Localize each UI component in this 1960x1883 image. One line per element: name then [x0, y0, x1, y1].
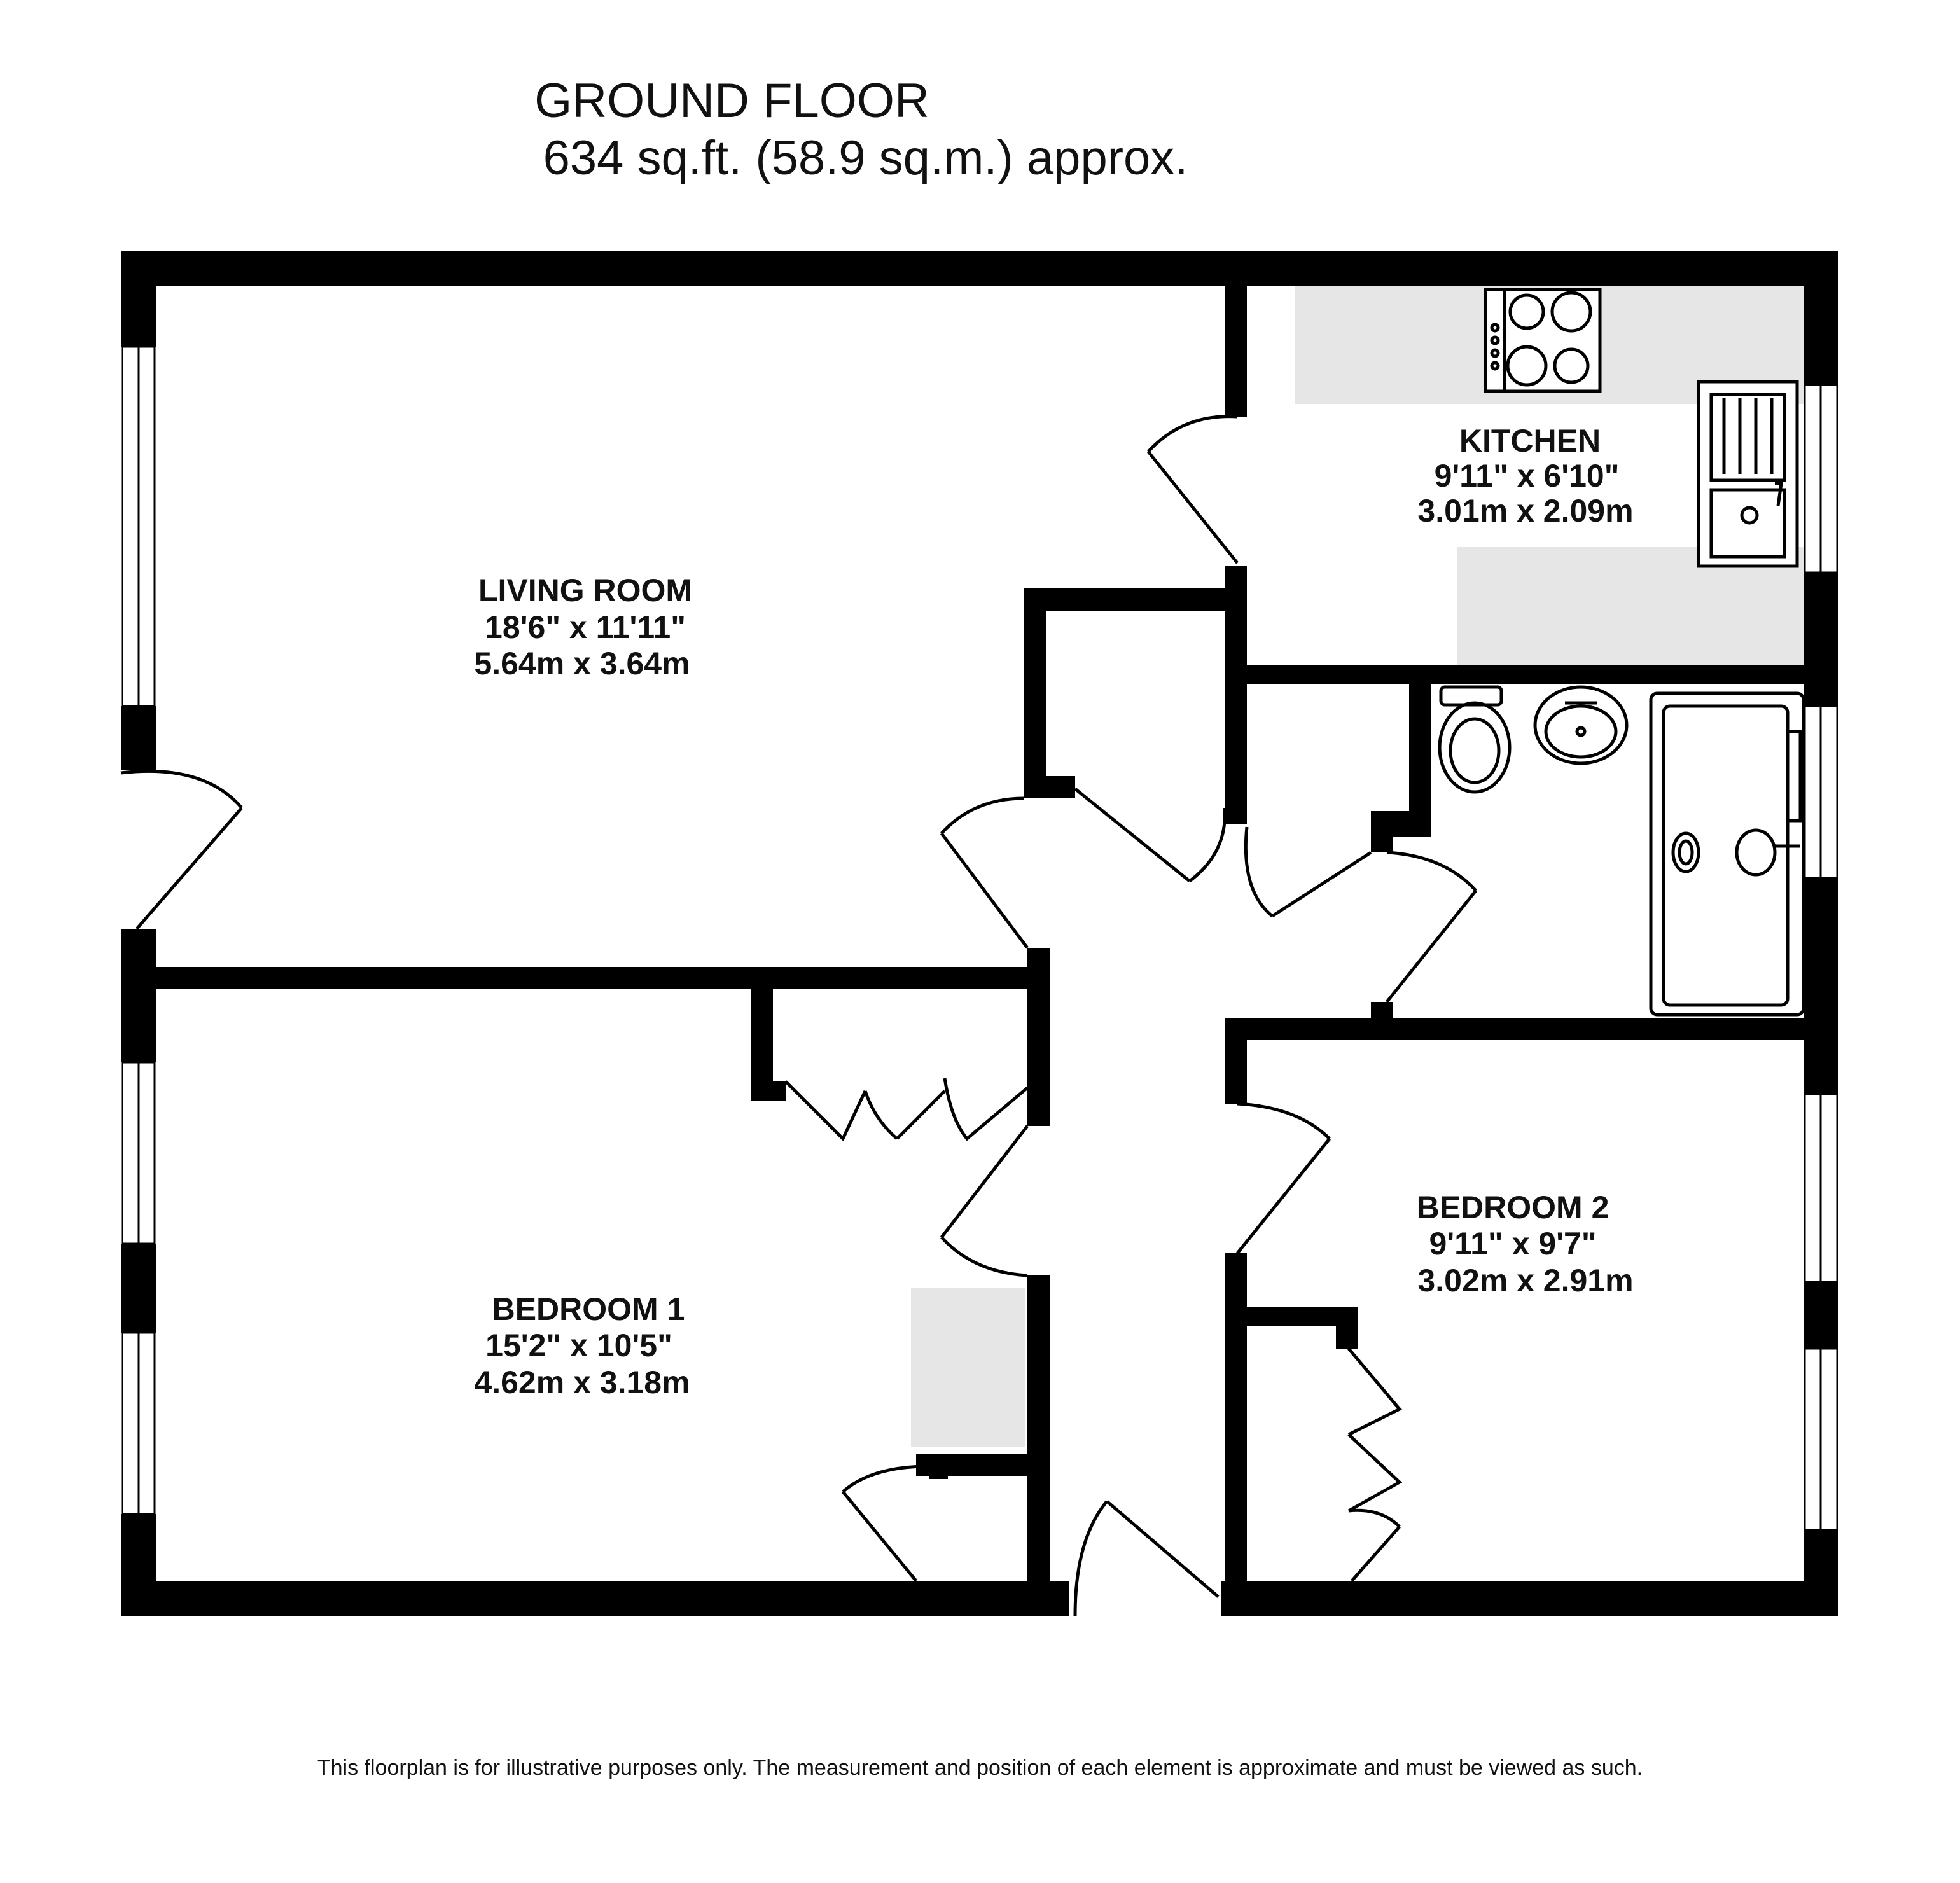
kitchen-door [1147, 415, 1239, 564]
living-room-door [940, 796, 1029, 949]
bedroom-2-metric: 3.02m x 2.91m [1417, 1263, 1633, 1298]
kitchen-name: KITCHEN [1459, 423, 1601, 459]
toilet-icon [1438, 685, 1512, 794]
windows [121, 345, 1838, 1531]
label-bedroom-1: BEDROOM 1 15'2" x 10'5" 4.62m x 3.18m [474, 1291, 690, 1400]
floor-area: 634 sq.ft. (58.9 sq.m.) approx. [543, 131, 1188, 185]
bedroom-1-cupboard-door [842, 1464, 929, 1582]
bedroom-1-door [940, 1125, 1029, 1277]
kitchen-sink-icon [1697, 380, 1799, 568]
bedroom-1-name: BEDROOM 1 [492, 1291, 685, 1327]
bathroom-door-2 [1386, 851, 1477, 1003]
floor-title: GROUND FLOOR [534, 74, 929, 128]
living-room-name: LIVING ROOM [478, 573, 692, 608]
hob-icon [1484, 288, 1602, 393]
bedroom-2-imperial: 9'11" x 9'7" [1429, 1226, 1596, 1261]
label-bedroom-2: BEDROOM 2 9'11" x 9'7" 3.02m x 2.91m [1417, 1190, 1634, 1298]
kitchen-imperial: 9'11" x 6'10" [1435, 458, 1620, 494]
bathroom-door [1244, 826, 1372, 918]
bedroom-1-wardrobe-doors [784, 1078, 1029, 1142]
walls [121, 251, 1838, 1616]
label-kitchen: KITCHEN 9'11" x 6'10" 3.01m x 2.09m [1417, 423, 1633, 529]
hall-door [1073, 1500, 1220, 1616]
disclaimer-text: This floorplan is for illustrative purpo… [317, 1756, 1643, 1780]
bath-icon [1649, 691, 1805, 1017]
living-room-imperial: 18'6" x 11'11" [485, 609, 686, 645]
bedroom-2-door [1236, 1102, 1331, 1254]
front-door [120, 769, 243, 930]
doors [120, 415, 1477, 1616]
living-room-metric: 5.64m x 3.64m [474, 646, 690, 681]
hall-cupboard-door [1074, 788, 1227, 882]
washbasin-icon [1533, 685, 1629, 765]
label-living-room: LIVING ROOM 18'6" x 11'11" 5.64m x 3.64m [474, 573, 692, 681]
bedroom-2-wardrobe-doors [1347, 1347, 1403, 1582]
bedroom-1-imperial: 15'2" x 10'5" [485, 1328, 672, 1363]
bedroom-1-metric: 4.62m x 3.18m [474, 1365, 690, 1400]
bedroom-1-cupboard [911, 1288, 1025, 1447]
bedroom-2-name: BEDROOM 2 [1417, 1190, 1609, 1225]
kitchen-metric: 3.01m x 2.09m [1417, 493, 1633, 529]
